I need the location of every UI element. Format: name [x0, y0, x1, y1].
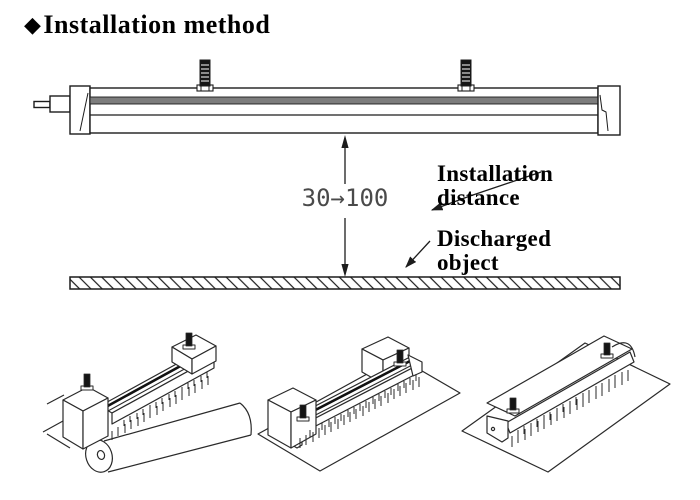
- page-title: ◆Installation method: [24, 10, 270, 40]
- sheet-surface: [257, 356, 461, 472]
- mounting-plate: [486, 335, 636, 417]
- example-roller-installation: [42, 332, 252, 473]
- right-end-cap: [597, 85, 621, 136]
- leader-arrows: [405, 171, 542, 268]
- cable-loop: [611, 342, 636, 358]
- example-stand-installation: [257, 336, 461, 472]
- bar-end-cap: [486, 415, 509, 443]
- mounting-stud-left: [196, 59, 214, 92]
- discharged-object-leader: [405, 240, 431, 268]
- left-mount-bracket: [62, 373, 109, 450]
- installation-distance-label: Installation distance: [437, 162, 553, 210]
- right-mount-bracket: [171, 332, 217, 375]
- roller-shaft-hole: [96, 449, 106, 461]
- bolt-left: [296, 404, 310, 422]
- bar-body: [89, 87, 599, 134]
- diamond-bullet-icon: ◆: [24, 13, 42, 38]
- installation-distance-leader: [430, 171, 542, 211]
- bar-end-cap-right: [407, 354, 423, 377]
- ionizer-bar-3d: [486, 351, 635, 443]
- mounting-stud-right: [457, 59, 475, 92]
- page-title-text: Installation method: [43, 10, 271, 39]
- installation-distance-label-line1: Installation: [437, 161, 554, 186]
- discharged-object-label-line1: Discharged: [437, 226, 552, 251]
- machine-frame-lines: [42, 394, 71, 449]
- discharge-pins: [299, 374, 420, 448]
- bolt-right: [600, 342, 614, 359]
- example-plate-installation: [461, 335, 671, 473]
- discharge-pins: [511, 370, 629, 447]
- discharged-object-surface: [69, 276, 621, 290]
- power-connector: [33, 95, 71, 113]
- bolt-left: [506, 397, 520, 414]
- ionizer-bar-side-view: [33, 59, 621, 136]
- discharged-object-label: Discharged object: [437, 227, 551, 275]
- discharge-pins: [111, 372, 209, 440]
- installation-distance-label-line2: distance: [437, 185, 520, 210]
- discharged-object-label-line2: object: [437, 250, 499, 275]
- dimension-arrow: [341, 135, 349, 277]
- bolt-right: [393, 349, 407, 367]
- left-end-cap: [69, 85, 91, 135]
- installation-distance-value: 30→100: [298, 184, 392, 212]
- roller-cylinder: [85, 402, 252, 473]
